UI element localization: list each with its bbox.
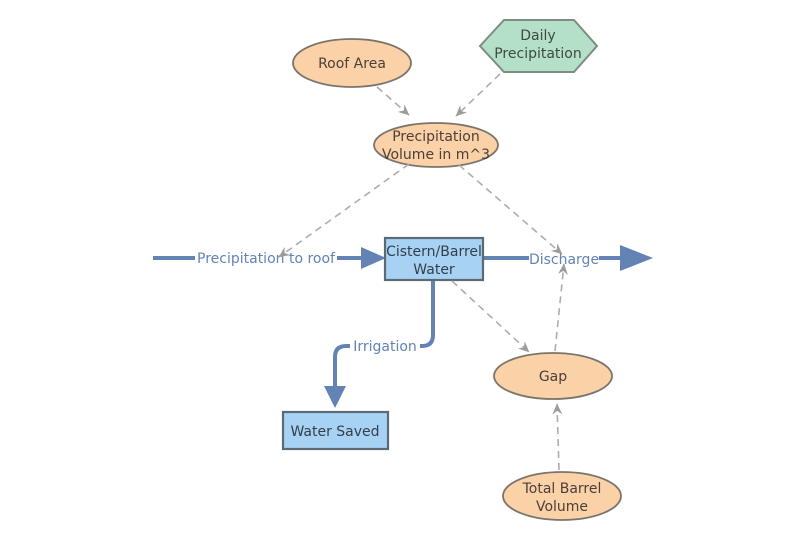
hexagon-shape — [478, 19, 599, 73]
node-cistern-barrel-water[interactable]: Cistern/Barrel Water — [383, 236, 485, 282]
label-halo — [350, 337, 420, 356]
flow-pipe — [333, 280, 435, 387]
connectors-layer — [278, 73, 568, 471]
node-label-line2: Volume — [536, 499, 588, 515]
connector-totalbarrel-to-gap[interactable] — [552, 403, 563, 471]
connector-cistern-to-gap[interactable] — [451, 280, 530, 353]
flow-label: Precipitation to roof — [197, 251, 336, 267]
flow-label-irrigation[interactable]: Irrigation — [350, 337, 420, 356]
label-halo — [195, 248, 337, 268]
flow-arrowhead-icon — [361, 247, 386, 269]
stock-rect-shape — [281, 410, 390, 451]
node-label: Water Saved — [290, 424, 379, 440]
node-label: Roof Area — [318, 56, 386, 72]
flow-label-precipitation-to-roof[interactable]: Precipitation to roof — [195, 248, 337, 268]
flow-arrowhead-icon — [324, 386, 346, 408]
node-water-saved[interactable]: Water Saved — [281, 410, 390, 451]
node-label-line2: Water — [413, 262, 455, 278]
node-precipitation-volume[interactable]: Precipitation Volume in m^3 — [373, 122, 499, 168]
node-daily-precipitation[interactable]: Daily Precipitation — [478, 19, 599, 73]
variable-ellipse-shape — [493, 352, 613, 400]
node-label-line1: Daily — [520, 28, 555, 44]
stock-rect-shape — [383, 236, 485, 282]
variable-ellipse-shape — [373, 122, 499, 168]
node-label-line2: Precipitation — [494, 46, 582, 62]
node-label-line2: Volume in m^3 — [382, 147, 490, 163]
node-label-line1: Precipitation — [392, 129, 480, 145]
connector-dailyprecip-to-precipvolume[interactable] — [455, 73, 501, 117]
flow-label-discharge[interactable]: Discharge — [529, 249, 599, 268]
connector-gap-to-discharge[interactable] — [554, 263, 568, 352]
connector-roofarea-to-precipvolume[interactable] — [376, 86, 410, 116]
variable-ellipse-shape — [292, 38, 412, 88]
node-label: Gap — [539, 369, 567, 385]
node-roof-area[interactable]: Roof Area — [292, 38, 412, 88]
variable-ellipse-shape — [502, 471, 622, 521]
node-label-line1: Total Barrel — [522, 481, 602, 497]
flow-label: Irrigation — [353, 339, 417, 355]
flow-arrowhead-icon — [620, 245, 653, 271]
node-gap[interactable]: Gap — [493, 352, 613, 400]
node-label-line1: Cistern/Barrel — [386, 244, 482, 260]
connector-precipvolume-to-preciptoroof[interactable] — [278, 163, 410, 258]
flow-label: Discharge — [529, 252, 599, 268]
node-total-barrel-volume[interactable]: Total Barrel Volume — [502, 471, 622, 521]
connector-precipvolume-to-discharge[interactable] — [458, 164, 563, 255]
label-halo — [529, 249, 599, 268]
